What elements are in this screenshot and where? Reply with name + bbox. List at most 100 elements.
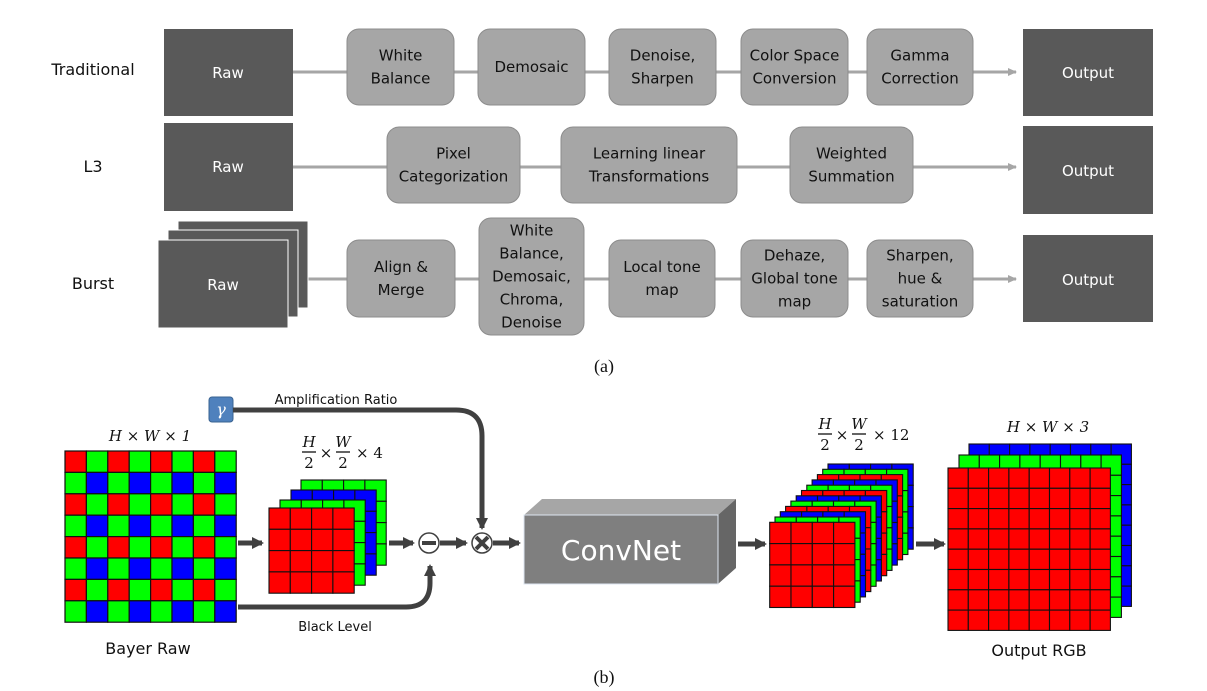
packed-dims-tail: × 4 bbox=[356, 444, 383, 462]
packed-dims-den: 2 bbox=[304, 454, 314, 472]
output-label: Output bbox=[1062, 271, 1114, 289]
channel-cell bbox=[769, 521, 792, 545]
channel-layer bbox=[268, 507, 355, 594]
bayer-pixel bbox=[171, 471, 194, 495]
channel-cell bbox=[1028, 568, 1051, 591]
channel-cell bbox=[1008, 589, 1030, 611]
channel-cell bbox=[1048, 548, 1071, 571]
bayer-pixel bbox=[85, 578, 109, 602]
process-step: Sharpen,hue &saturation bbox=[866, 239, 974, 318]
channel-cell bbox=[289, 550, 313, 573]
bayer-pixel bbox=[171, 514, 194, 538]
process-step-label: hue & bbox=[898, 270, 943, 288]
raw-label: Raw bbox=[212, 64, 244, 82]
bayer-pixel bbox=[171, 578, 194, 602]
pipeline-label: Traditional bbox=[50, 60, 134, 79]
packed-4ch-stack bbox=[268, 479, 387, 594]
channel-cell bbox=[1008, 467, 1030, 489]
caption-a: (a) bbox=[594, 356, 614, 377]
bayer-pixel bbox=[192, 578, 216, 602]
channel-cell bbox=[1048, 609, 1071, 631]
bayer-pixel bbox=[150, 514, 173, 538]
channel-cell bbox=[988, 568, 1010, 591]
bayer-pixel bbox=[128, 493, 152, 516]
bayer-pixel bbox=[171, 600, 194, 623]
process-step-label: Align & bbox=[374, 258, 428, 276]
channel-cell bbox=[1048, 508, 1071, 530]
channel-cell bbox=[947, 548, 969, 571]
bayer-pixel bbox=[192, 600, 216, 623]
bayer-pixel bbox=[107, 450, 130, 473]
process-step-box bbox=[789, 126, 914, 204]
bayer-pixel bbox=[128, 557, 152, 580]
panel-a: Traditional Raw Output WhiteBalanceDemos… bbox=[50, 28, 1153, 377]
output-dims: H × W × 3 bbox=[1006, 418, 1089, 436]
bayer-pixel bbox=[64, 471, 87, 495]
pipeline-burst: Burst Raw Output Align &MergeWhiteBalanc… bbox=[72, 217, 1153, 336]
channel-cell bbox=[1069, 568, 1091, 591]
channel-cell bbox=[1089, 467, 1111, 489]
bayer-pixel bbox=[107, 557, 130, 580]
bayer-pixel bbox=[214, 471, 237, 495]
bayer-pixel bbox=[107, 600, 130, 623]
bayer-pixel bbox=[171, 557, 194, 580]
channel-cell bbox=[790, 564, 813, 587]
bayer-pixel bbox=[150, 450, 173, 473]
bayer-pixel bbox=[192, 493, 216, 516]
channel-cell bbox=[311, 507, 334, 530]
channel-cell bbox=[967, 609, 990, 631]
bayer-pixel bbox=[85, 493, 109, 516]
process-step-box bbox=[478, 217, 585, 336]
convnet-front-face bbox=[523, 514, 719, 585]
channel-cell bbox=[268, 550, 291, 573]
channel-cell bbox=[1089, 508, 1111, 530]
process-step-box bbox=[866, 28, 974, 106]
channel-cell bbox=[332, 550, 355, 573]
process-step-box bbox=[386, 126, 521, 204]
channel-cell bbox=[1089, 568, 1111, 591]
process-step-box bbox=[740, 28, 849, 106]
channel-cell bbox=[988, 589, 1010, 611]
channel-cell bbox=[1048, 528, 1071, 550]
process-step-label: Sharpen, bbox=[886, 247, 953, 265]
channel-cell bbox=[947, 609, 969, 631]
channel-cell bbox=[811, 564, 835, 587]
process-step-label: Chroma, bbox=[500, 291, 564, 309]
channel-cell bbox=[947, 487, 969, 510]
black-level-label: Black Level bbox=[298, 620, 372, 635]
bayer-pixel bbox=[64, 578, 87, 602]
process-step: Demosaic bbox=[477, 28, 586, 106]
channel-cell bbox=[967, 508, 990, 530]
pipeline-label: Burst bbox=[72, 274, 114, 293]
bayer-pixel bbox=[192, 514, 216, 538]
channel-cell bbox=[332, 528, 355, 552]
process-step-label: Demosaic bbox=[495, 58, 569, 76]
process-step-label: Correction bbox=[881, 70, 959, 88]
bayer-pixel bbox=[192, 557, 216, 580]
bayer-pixel bbox=[64, 514, 87, 538]
channel-cell bbox=[268, 507, 291, 530]
bayer-pixel bbox=[214, 493, 237, 516]
bayer-pixel bbox=[107, 493, 130, 516]
channel-cell bbox=[967, 548, 990, 571]
raw-label: Raw bbox=[212, 158, 244, 176]
process-step-label: Local tone bbox=[623, 258, 700, 276]
channel-cell bbox=[790, 543, 813, 566]
process-step-label: Categorization bbox=[399, 168, 509, 186]
channel-layer bbox=[769, 521, 856, 609]
process-step-label: Conversion bbox=[752, 70, 836, 88]
process-step-label: Balance bbox=[371, 70, 431, 88]
channel-cell bbox=[947, 467, 969, 489]
channel-cell bbox=[967, 467, 990, 489]
channel-cell bbox=[947, 508, 969, 530]
channel-cell bbox=[833, 564, 856, 587]
feature-12ch-stack bbox=[769, 463, 914, 609]
channel-cell bbox=[947, 528, 969, 550]
output-box bbox=[1023, 29, 1153, 116]
feature-dims-tail: × 12 bbox=[873, 426, 909, 444]
channel-cell bbox=[1008, 568, 1030, 591]
channel-cell bbox=[1089, 609, 1111, 631]
channel-cell bbox=[1028, 528, 1051, 550]
